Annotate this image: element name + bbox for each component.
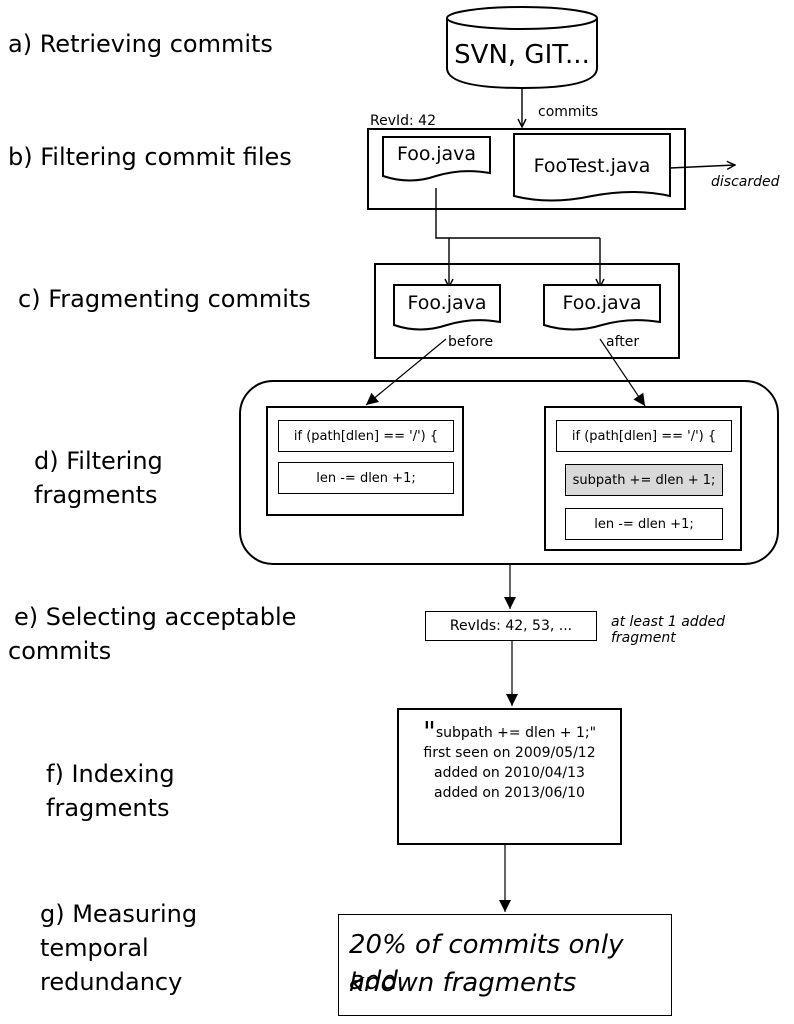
selection-criterion: at least 1 added fragment <box>611 614 726 646</box>
open-quote: " <box>422 715 436 748</box>
doc-foo <box>382 136 491 182</box>
index-added-2: added on 2013/06/10 <box>434 785 585 801</box>
index-added-1: added on 2010/04/13 <box>434 765 585 781</box>
index-fragment-line: "subpath += dlen + 1;" <box>422 715 597 748</box>
label-after: after <box>606 334 640 350</box>
step-e-label-line2: commits <box>8 637 112 665</box>
index-box: "subpath += dlen + 1;" first seen on 200… <box>397 708 622 845</box>
arrow-after-fragments <box>599 338 646 407</box>
repository-cylinder <box>446 6 598 90</box>
result-line-2: known fragments <box>349 968 577 998</box>
fragment-filter-region <box>239 380 779 565</box>
arrow-discarded <box>669 165 735 168</box>
doc-foo-before <box>393 284 501 331</box>
fragment-before-1: if (path[dlen] == '/') { <box>278 420 454 452</box>
step-f-label-line2: fragments <box>46 794 170 822</box>
step-f-label-line1: f) Indexing <box>46 760 175 788</box>
index-entry: "subpath += dlen + 1;" first seen on 200… <box>399 715 620 803</box>
label-before: before <box>448 334 494 350</box>
fragment-after-2-added: subpath += dlen + 1; <box>565 464 723 496</box>
revid-label: RevId: 42 <box>370 113 436 129</box>
index-first-seen: first seen on 2009/05/12 <box>423 745 596 761</box>
step-d-label-line2: fragments <box>34 481 158 509</box>
commit-box <box>367 128 686 210</box>
arrow-before-fragments <box>365 338 447 406</box>
fragmenting-box <box>374 263 680 359</box>
step-d-label-line1: d) Filtering <box>34 447 163 475</box>
result-box: 20% of commits only add known fragments <box>338 914 672 1016</box>
file-footest: FooTest.java <box>533 155 651 177</box>
step-b-label: b) Filtering commit files <box>8 143 292 171</box>
doc-footest <box>513 133 671 202</box>
step-g-label-line2: temporal <box>40 934 149 962</box>
result-line-1: 20% of commits only add <box>349 930 624 996</box>
step-e-label-line1: e) Selecting acceptable <box>14 603 297 631</box>
step-a-label: a) Retrieving commits <box>8 30 273 58</box>
fragment-after-3: len -= dlen +1; <box>565 508 723 540</box>
edge-label-commits: commits <box>538 104 599 120</box>
arrow-split <box>435 188 600 287</box>
step-c-label: c) Fragmenting commits <box>18 285 311 313</box>
step-g-label-line3: redundancy <box>40 968 183 996</box>
fragment-after-1: if (path[dlen] == '/') { <box>556 420 732 452</box>
file-foo-after: Foo.java <box>562 292 642 314</box>
repository-label: SVN, GIT... <box>454 40 590 70</box>
step-g-label-line1: g) Measuring <box>40 900 198 928</box>
edge-label-discarded: discarded <box>711 174 780 190</box>
file-foo: Foo.java <box>396 143 476 165</box>
selected-revids-box: RevIds: 42, 53, ... <box>425 611 597 641</box>
doc-foo-after <box>543 284 661 331</box>
file-foo-before: Foo.java <box>407 292 487 314</box>
fragment-before-2: len -= dlen +1; <box>278 462 454 494</box>
